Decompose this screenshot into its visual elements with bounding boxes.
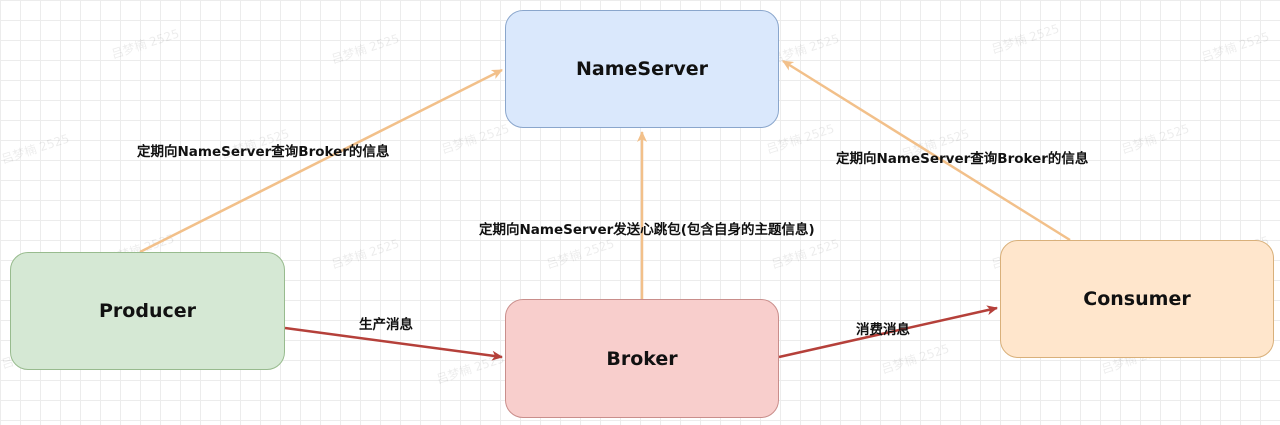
producer-query-label: 定期向NameServer查询Broker的信息 [137, 144, 390, 160]
broker-label: Broker [606, 347, 678, 370]
nameserver-label: NameServer [576, 58, 708, 80]
edge-consume [778, 305, 998, 359]
broker-node[interactable]: Broker [505, 299, 779, 418]
consumer-label: Consumer [1083, 288, 1191, 310]
nameserver-node[interactable]: NameServer [505, 10, 779, 128]
consumer-node[interactable]: Consumer [1000, 240, 1274, 358]
produce-message-label: 生产消息 [359, 317, 413, 333]
edge-consumer-query [782, 59, 1071, 242]
edge-produce [284, 326, 503, 361]
consumer-query-label: 定期向NameServer查询Broker的信息 [836, 151, 1089, 167]
heartbeat-label: 定期向NameServer发送心跳包(包含自身的主题信息) [479, 222, 815, 238]
producer-label: Producer [99, 300, 196, 322]
edge-producer-query [139, 68, 503, 254]
consume-message-label: 消费消息 [856, 322, 910, 338]
producer-node[interactable]: Producer [10, 252, 285, 370]
